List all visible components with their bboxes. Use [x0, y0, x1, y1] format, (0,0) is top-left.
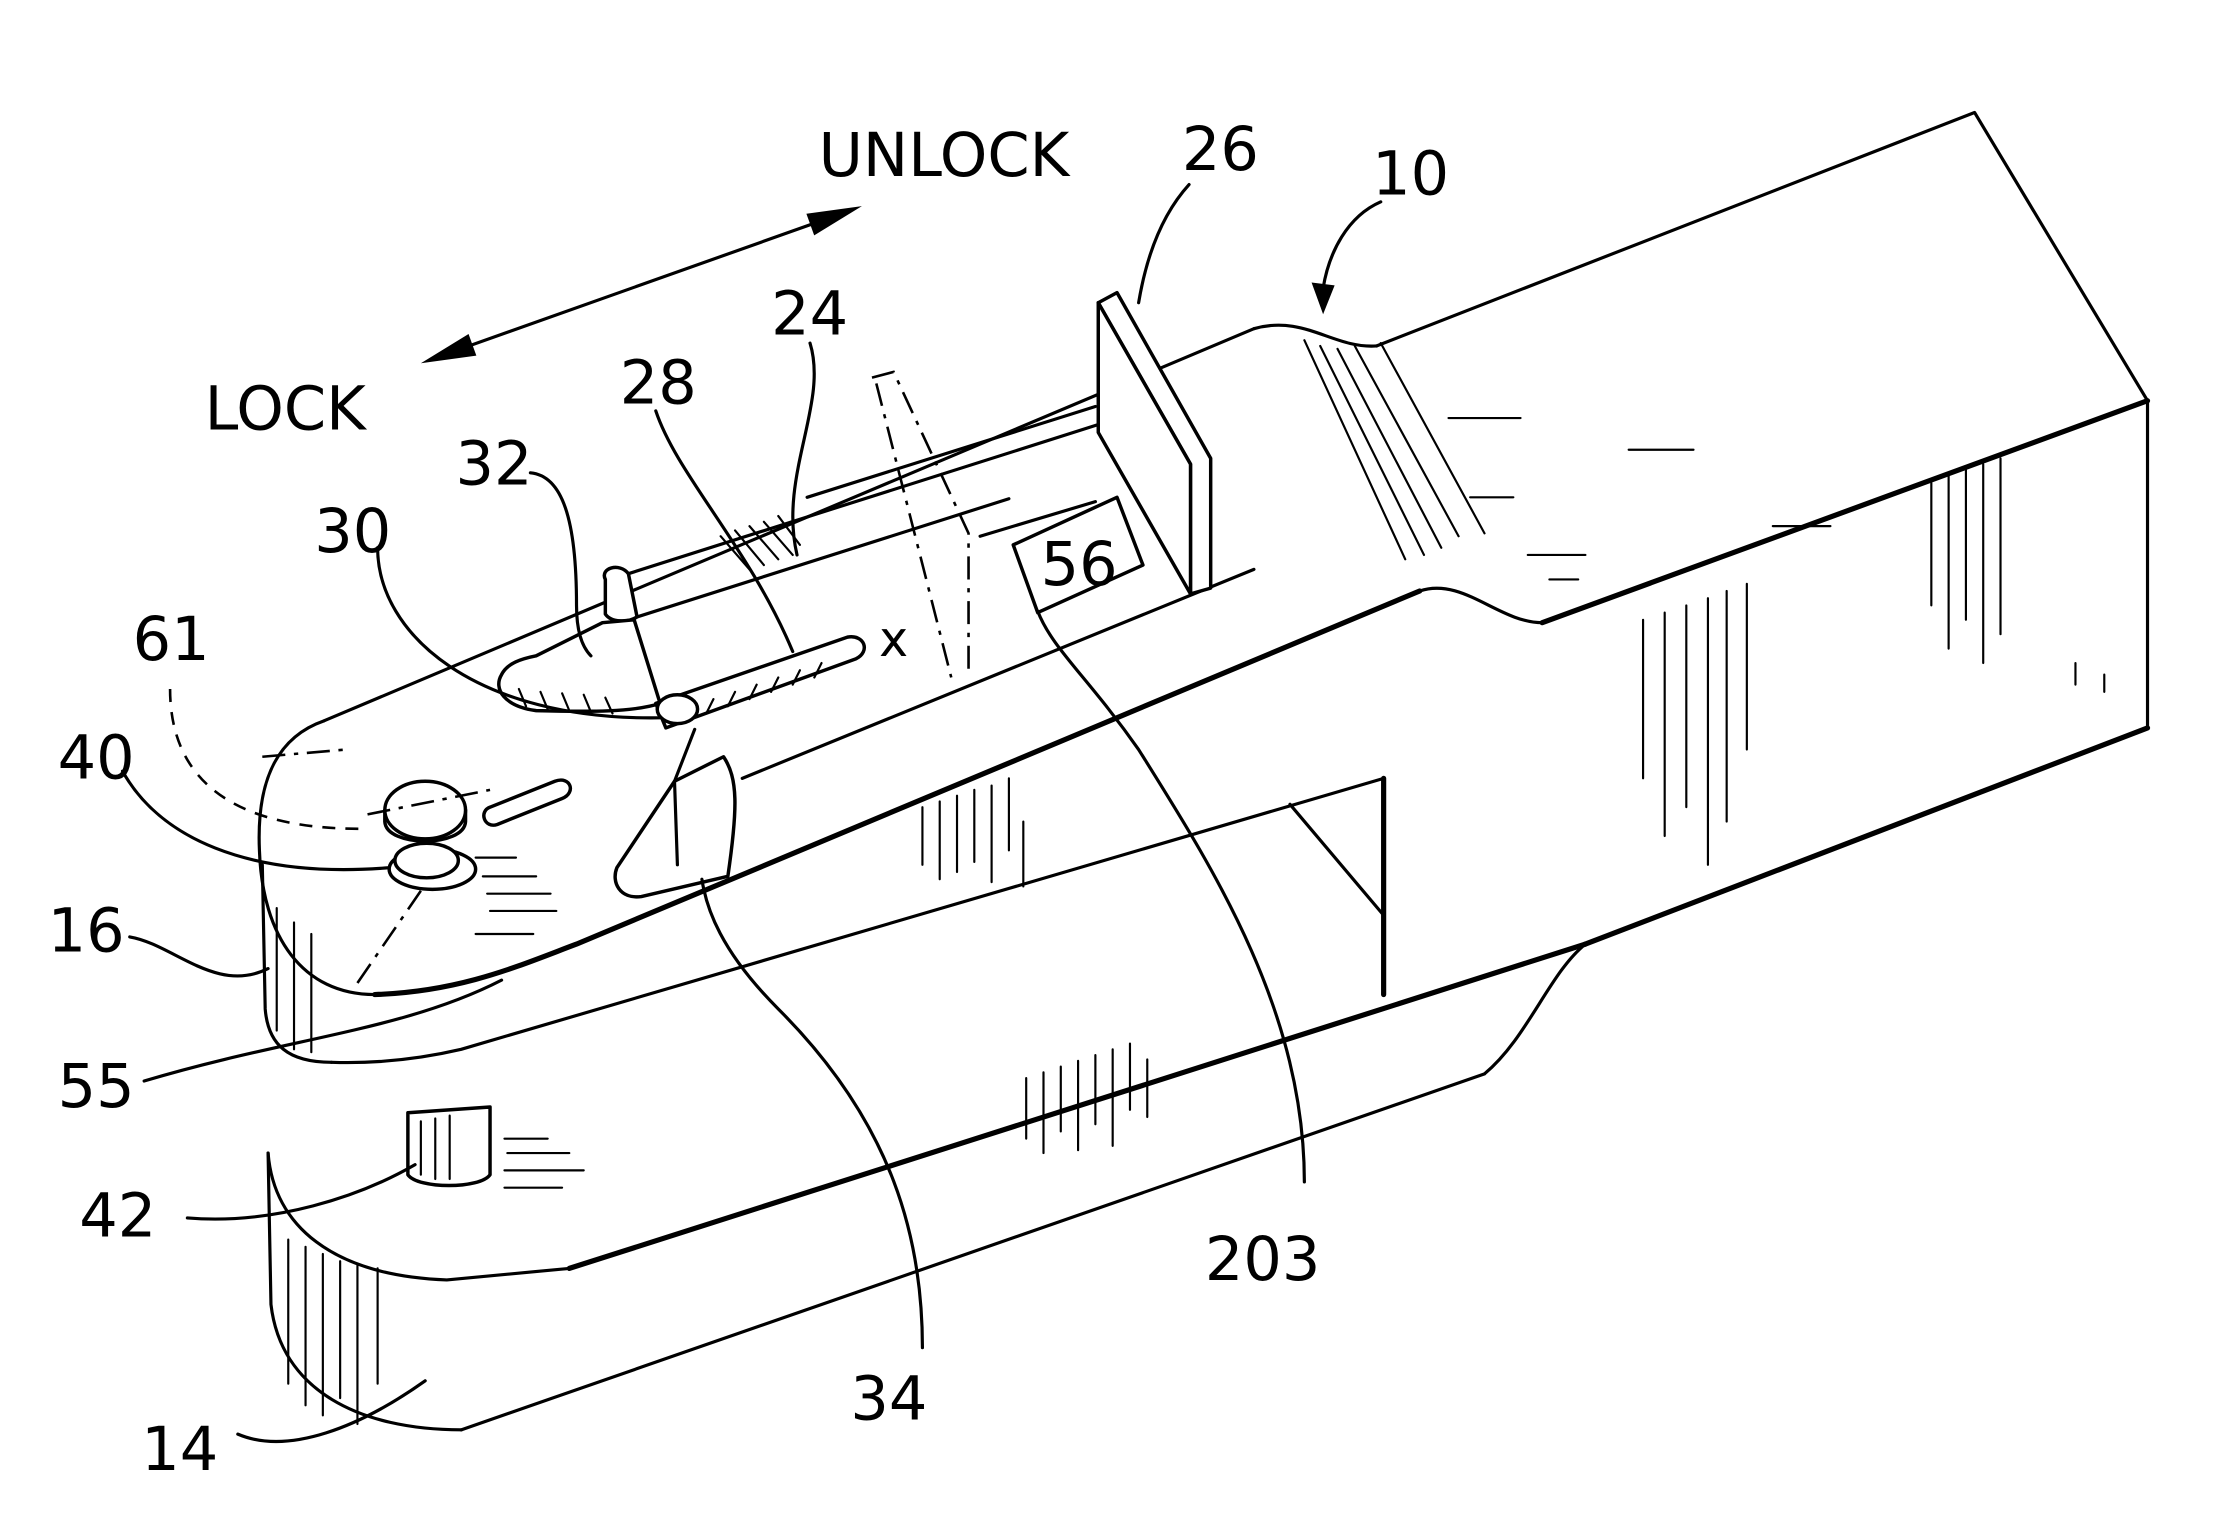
leader-line-34 — [702, 879, 923, 1347]
locking-pin-knob-top — [385, 781, 466, 839]
ref-label-42: 42 — [79, 1182, 156, 1252]
slot-inner-edge — [1290, 804, 1384, 915]
neck-front-curve — [1420, 588, 1543, 622]
ref-label-56: 56 — [1041, 530, 1118, 600]
slide-slot — [656, 637, 865, 728]
arrow-head-unlock — [806, 206, 861, 235]
ref-label-28: 28 — [620, 349, 697, 419]
shank-top-face — [1376, 112, 2147, 400]
ref-label-34: 34 — [850, 1365, 927, 1435]
arrow-head-lock — [421, 334, 476, 363]
shank — [1254, 112, 2148, 1073]
locking-pin — [385, 780, 571, 889]
upper-prong — [259, 329, 1420, 1063]
shading-hatch — [277, 908, 312, 1052]
labels: UNLOCK LOCK 26 10 24 28 32 30 61 40 16 5… — [48, 115, 1450, 1485]
keyhole-pivot — [657, 695, 697, 724]
dash-line-end-outline — [262, 750, 346, 757]
locking-pin-neck — [395, 843, 458, 878]
neck-top-curve — [1254, 325, 1377, 346]
dash-line-pin-lower — [357, 891, 420, 983]
ref-label-61: 61 — [133, 605, 210, 675]
shank-bottom-edge — [1585, 728, 2147, 944]
ref-label-203: 203 — [1205, 1225, 1321, 1295]
leader-arrowhead-10 — [1312, 283, 1335, 315]
neck-lower-curve — [1485, 944, 1586, 1074]
ref-label-14: 14 — [141, 1415, 218, 1485]
leader-lines — [123, 185, 1381, 1442]
ref-label-32: 32 — [455, 429, 532, 499]
guide-rail-end-cap — [604, 567, 637, 621]
leader-line-26 — [1139, 185, 1189, 303]
release-lever — [615, 729, 735, 897]
shading-hatch — [1643, 584, 1747, 865]
ref-label-16: 16 — [48, 896, 125, 966]
lock-label: LOCK — [205, 375, 367, 445]
shading-hatch — [504, 1139, 583, 1188]
shank-front-top-edge — [1542, 401, 2147, 623]
ref-label-30: 30 — [314, 497, 391, 567]
leader-line-42 — [187, 1165, 415, 1219]
leader-line-61 — [170, 689, 360, 829]
shading-hatch — [1448, 418, 1830, 579]
leader-line-16 — [130, 937, 268, 976]
lower-pin — [408, 1107, 490, 1186]
pin-guide-slot — [484, 780, 571, 825]
ref-label-40: 40 — [58, 723, 135, 793]
ref-label-24: 24 — [771, 279, 848, 349]
ref-label-26: 26 — [1182, 115, 1259, 185]
shading-hatch — [1026, 1044, 1147, 1154]
leader-line-10 — [1323, 202, 1381, 288]
lower-prong — [268, 944, 1585, 1430]
groove-line-upper — [807, 407, 1095, 498]
unlock-label: UNLOCK — [819, 121, 1071, 191]
shading-hatch — [476, 858, 557, 934]
shading-hatch — [1931, 458, 2104, 691]
shading-hatch — [1304, 340, 1484, 559]
indicator-window: 56 — [1013, 497, 1143, 612]
axis-mark-x: x — [879, 611, 908, 668]
ref-label-55: 55 — [58, 1052, 135, 1122]
lower-prong-rounded-side — [268, 1153, 461, 1430]
leader-line-14 — [238, 1381, 425, 1442]
leader-line-55 — [144, 980, 501, 1081]
guide-rail-bottom-line — [637, 499, 1009, 617]
leader-line-40 — [123, 771, 390, 869]
ref-label-10: 10 — [1372, 140, 1449, 210]
